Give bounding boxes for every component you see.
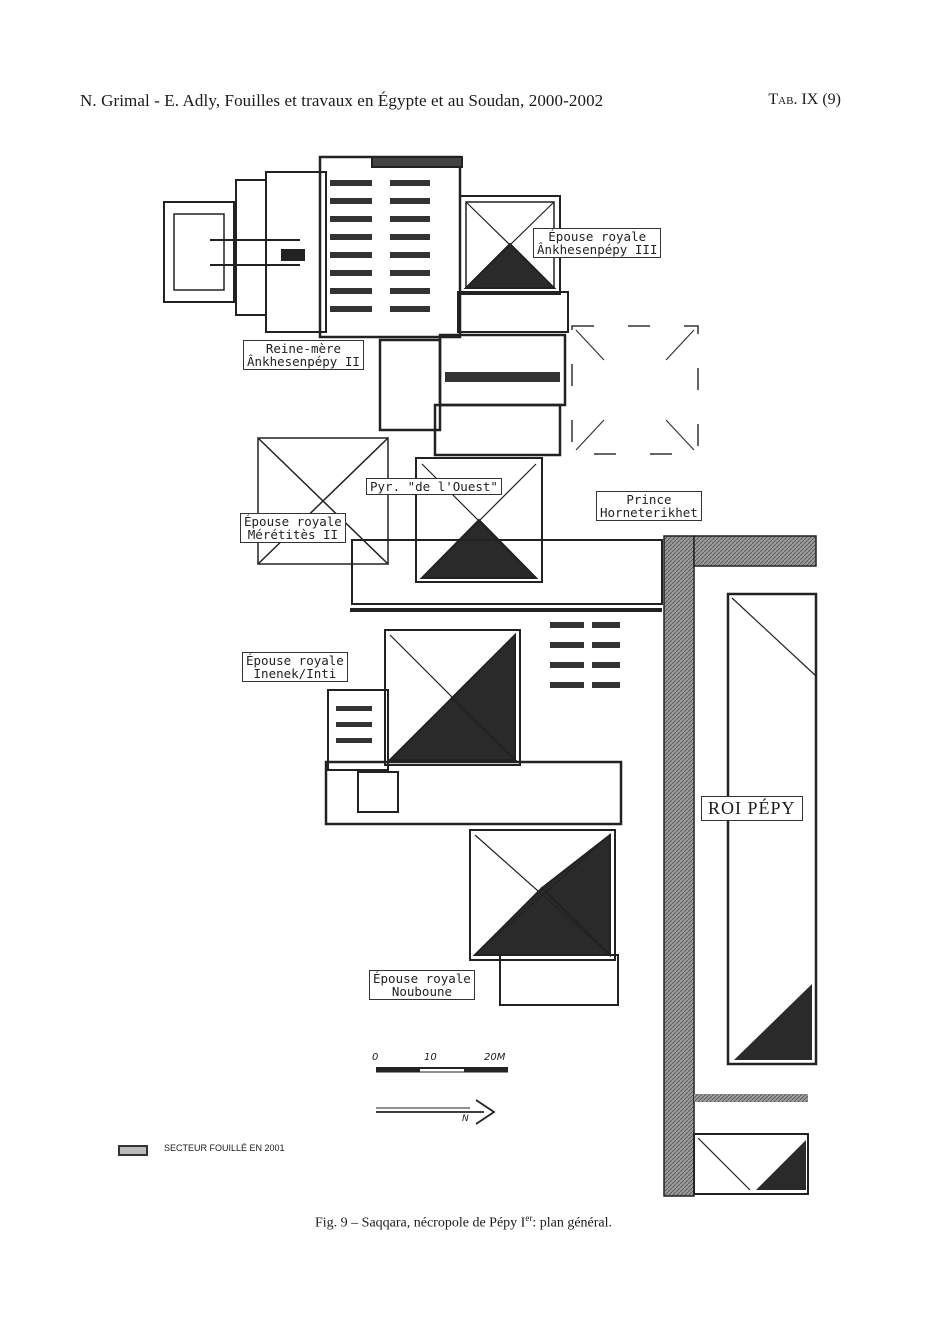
complex-ankhesenpepy-2: [163, 155, 463, 339]
roi-pepy-enclosure: [663, 535, 818, 1197]
pyramid-meretites-2: [257, 437, 389, 565]
label-roi-pepy: ROI PÉPY: [701, 796, 803, 821]
scale-label-20: 20M: [484, 1052, 506, 1063]
running-header-title: N. Grimal - E. Adly, Fouilles et travaux…: [80, 91, 604, 110]
dashed-enclosure-horneterikhet: [571, 325, 699, 455]
pyramid-inenek: [324, 629, 623, 826]
north-label: N: [462, 1114, 469, 1124]
plate-value: IX (9): [801, 91, 841, 108]
scale-label-0: 0: [372, 1052, 379, 1063]
pyramid-ankhesenpepy-3: [457, 195, 569, 333]
plate-number: Tab. IX (9): [768, 91, 841, 109]
scale-label-10: 10: [424, 1052, 437, 1063]
pyramid-ouest: [350, 457, 663, 612]
figure-caption: Fig. 9 – Saqqara, nécropole de Pépy Ier:…: [314, 1213, 613, 1231]
scale-bar: [376, 1067, 508, 1073]
central-structures: [378, 333, 567, 457]
storerooms-ankhesenpepy-2: [330, 180, 430, 312]
legend-text: SECTEUR FOUILLÉ EN 2001: [164, 1143, 285, 1153]
plate-prefix: Tab.: [768, 91, 798, 108]
label-pyr-ouest: Pyr. "de l'Ouest": [366, 478, 502, 495]
storerooms-inenek: [336, 622, 620, 743]
pyramid-nouboune: [469, 829, 619, 1006]
legend-swatch: [118, 1145, 148, 1156]
cross-lines-enclosure: [575, 329, 695, 451]
north-arrow-icon: [376, 1099, 496, 1125]
